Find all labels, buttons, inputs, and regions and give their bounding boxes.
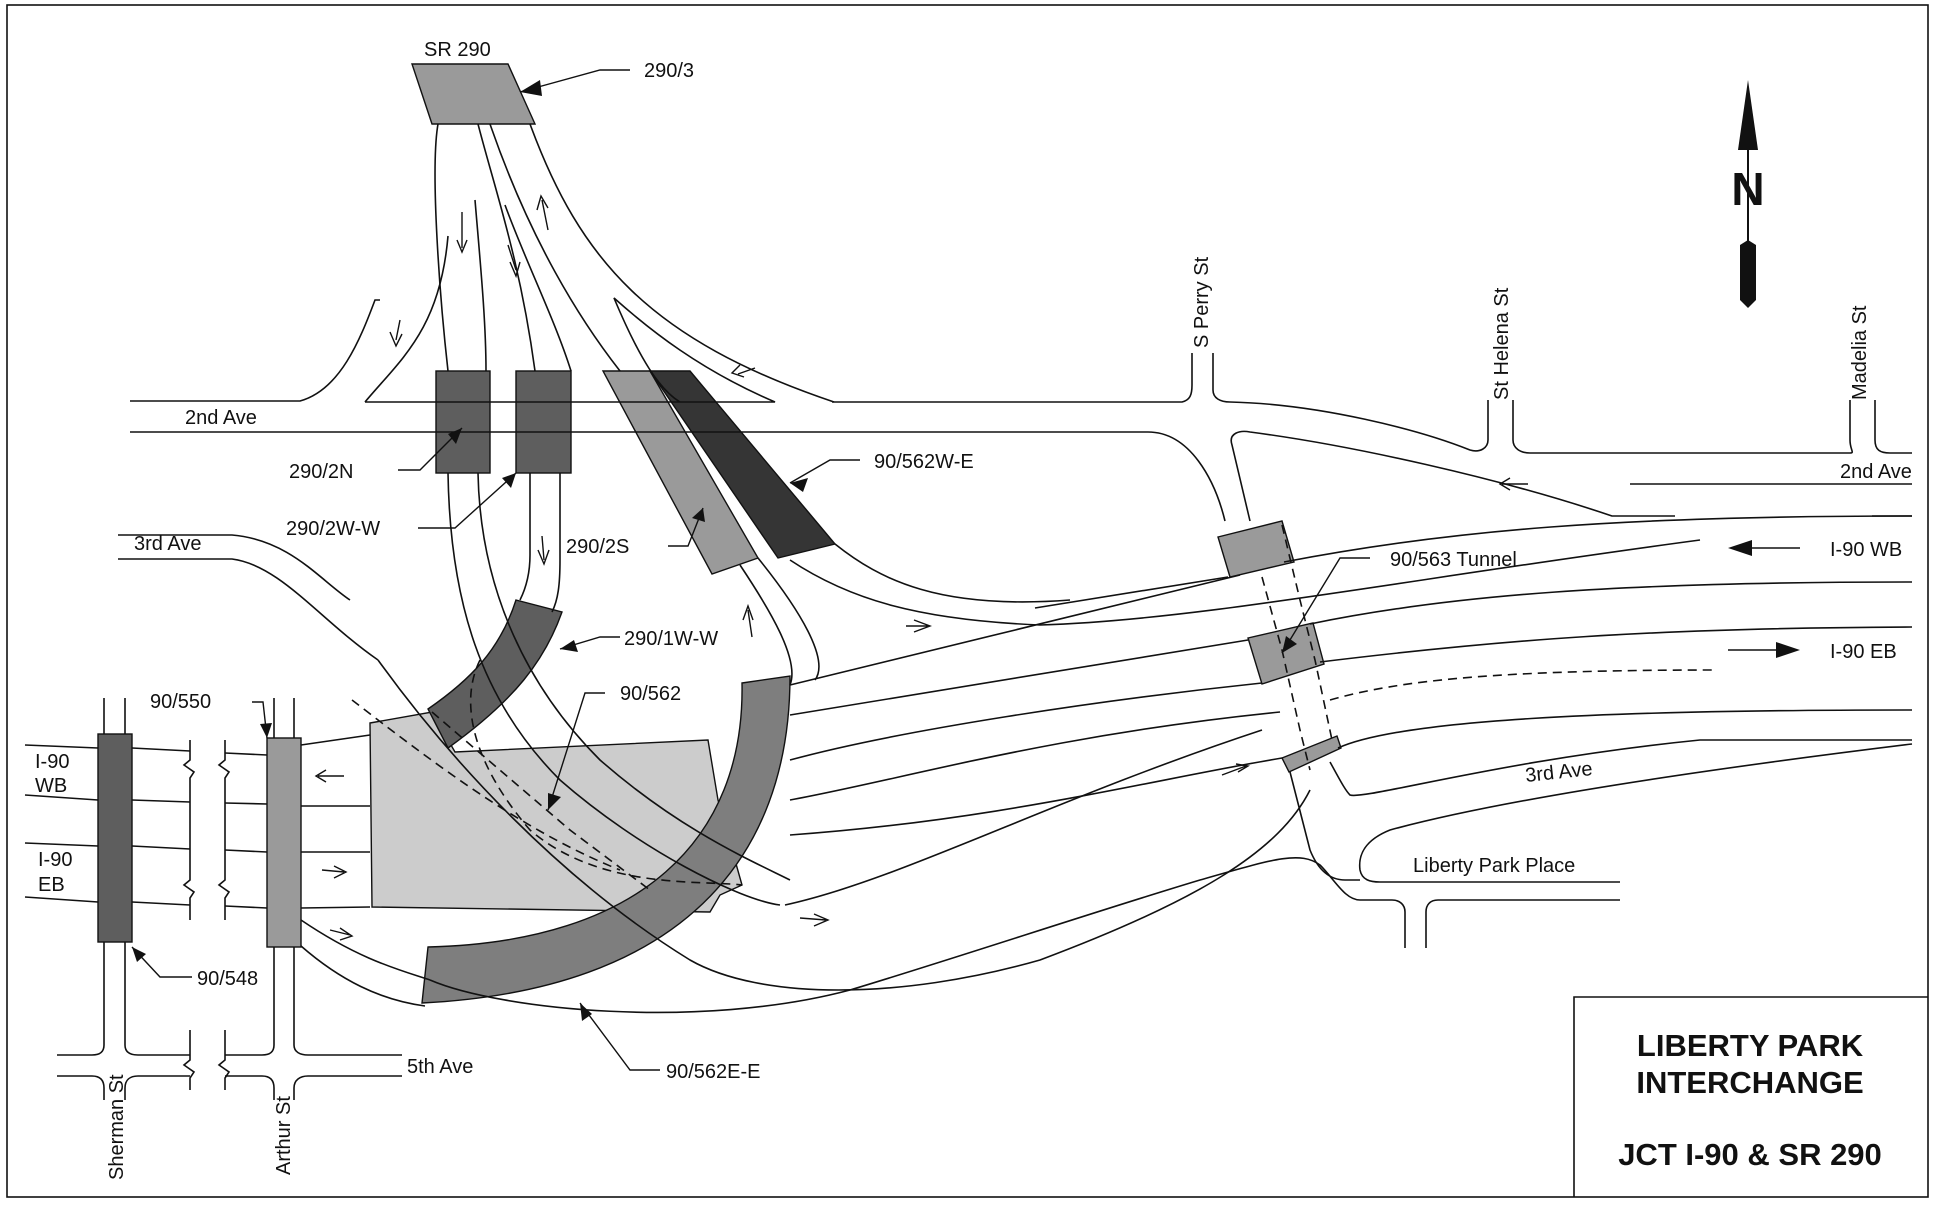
label-90-562w-e: 90/562W-E <box>874 451 974 473</box>
structure-90-548 <box>97 733 133 943</box>
label-2nd-ave-left: 2nd Ave <box>185 407 257 429</box>
label-sherman-st: Sherman St <box>106 1074 128 1180</box>
eb-arrow-icon <box>1776 642 1800 658</box>
label-2nd-ave-right: 2nd Ave <box>1840 461 1912 483</box>
structure-90-550 <box>266 737 302 948</box>
structure-290-3 <box>411 63 537 125</box>
wb-arrow-icon <box>1728 540 1752 556</box>
label-290-2s: 290/2S <box>566 536 629 558</box>
label-290-2w-w: 290/2W-W <box>286 518 380 540</box>
label-i90-eb-left-2: EB <box>38 874 65 896</box>
route-arrows <box>1728 540 1800 658</box>
label-i90-wb-right: I-90 WB <box>1830 539 1902 561</box>
label-liberty-park-place: Liberty Park Place <box>1413 855 1575 877</box>
label-i90-wb-left-1: I-90 <box>35 751 69 773</box>
structure-90-563-north <box>1217 520 1295 578</box>
traffic-arrows <box>314 194 1528 941</box>
map-border <box>6 4 1929 1198</box>
label-90-548: 90/548 <box>197 968 258 990</box>
label-90-563-tunnel: 90/563 Tunnel <box>1390 549 1517 571</box>
hidden-lines <box>351 524 1716 891</box>
label-290-1w-w: 290/1W-W <box>624 628 718 650</box>
label-sr290: SR 290 <box>424 39 491 61</box>
label-90-562e-e: 90/562E-E <box>666 1061 761 1083</box>
structure-290-2w-w <box>515 370 572 474</box>
north-letter: N <box>1731 163 1764 215</box>
labels: SR 290 290/3 2nd Ave 290/2N 290/2W-W 290… <box>35 39 1912 1180</box>
road-network <box>24 123 1913 1100</box>
label-madelia-st: Madelia St <box>1849 305 1871 400</box>
structure-90-562e-e <box>421 675 791 1004</box>
label-3rd-ave-left: 3rd Ave <box>134 533 201 555</box>
label-5th-ave: 5th Ave <box>407 1056 473 1078</box>
title-block: LIBERTY PARK INTERCHANGE JCT I-90 & SR 2… <box>1573 996 1928 1197</box>
structure-90-563-tunnel <box>1247 622 1325 685</box>
structure-90-563-south <box>1281 735 1342 773</box>
label-i90-eb-left-1: I-90 <box>38 849 72 871</box>
title-line-3: JCT I-90 & SR 290 <box>1618 1137 1882 1172</box>
label-s-perry-st: S Perry St <box>1191 256 1213 348</box>
label-90-550: 90/550 <box>150 691 211 713</box>
label-290-2n: 290/2N <box>289 461 354 483</box>
label-arthur-st: Arthur St <box>273 1096 295 1175</box>
label-90-562: 90/562 <box>620 683 681 705</box>
leader-lines <box>131 69 1370 1071</box>
title-line-1: LIBERTY PARK <box>1637 1028 1864 1063</box>
title-line-2: INTERCHANGE <box>1636 1065 1863 1100</box>
bridge-structures <box>97 63 1342 1004</box>
label-290-3: 290/3 <box>644 60 694 82</box>
label-i90-wb-left-2: WB <box>35 775 67 797</box>
label-st-helena-st: St Helena St <box>1491 287 1513 400</box>
label-i90-eb-right: I-90 EB <box>1830 641 1897 663</box>
north-arrow-icon: N <box>1731 80 1765 308</box>
structure-290-2n <box>435 370 491 474</box>
